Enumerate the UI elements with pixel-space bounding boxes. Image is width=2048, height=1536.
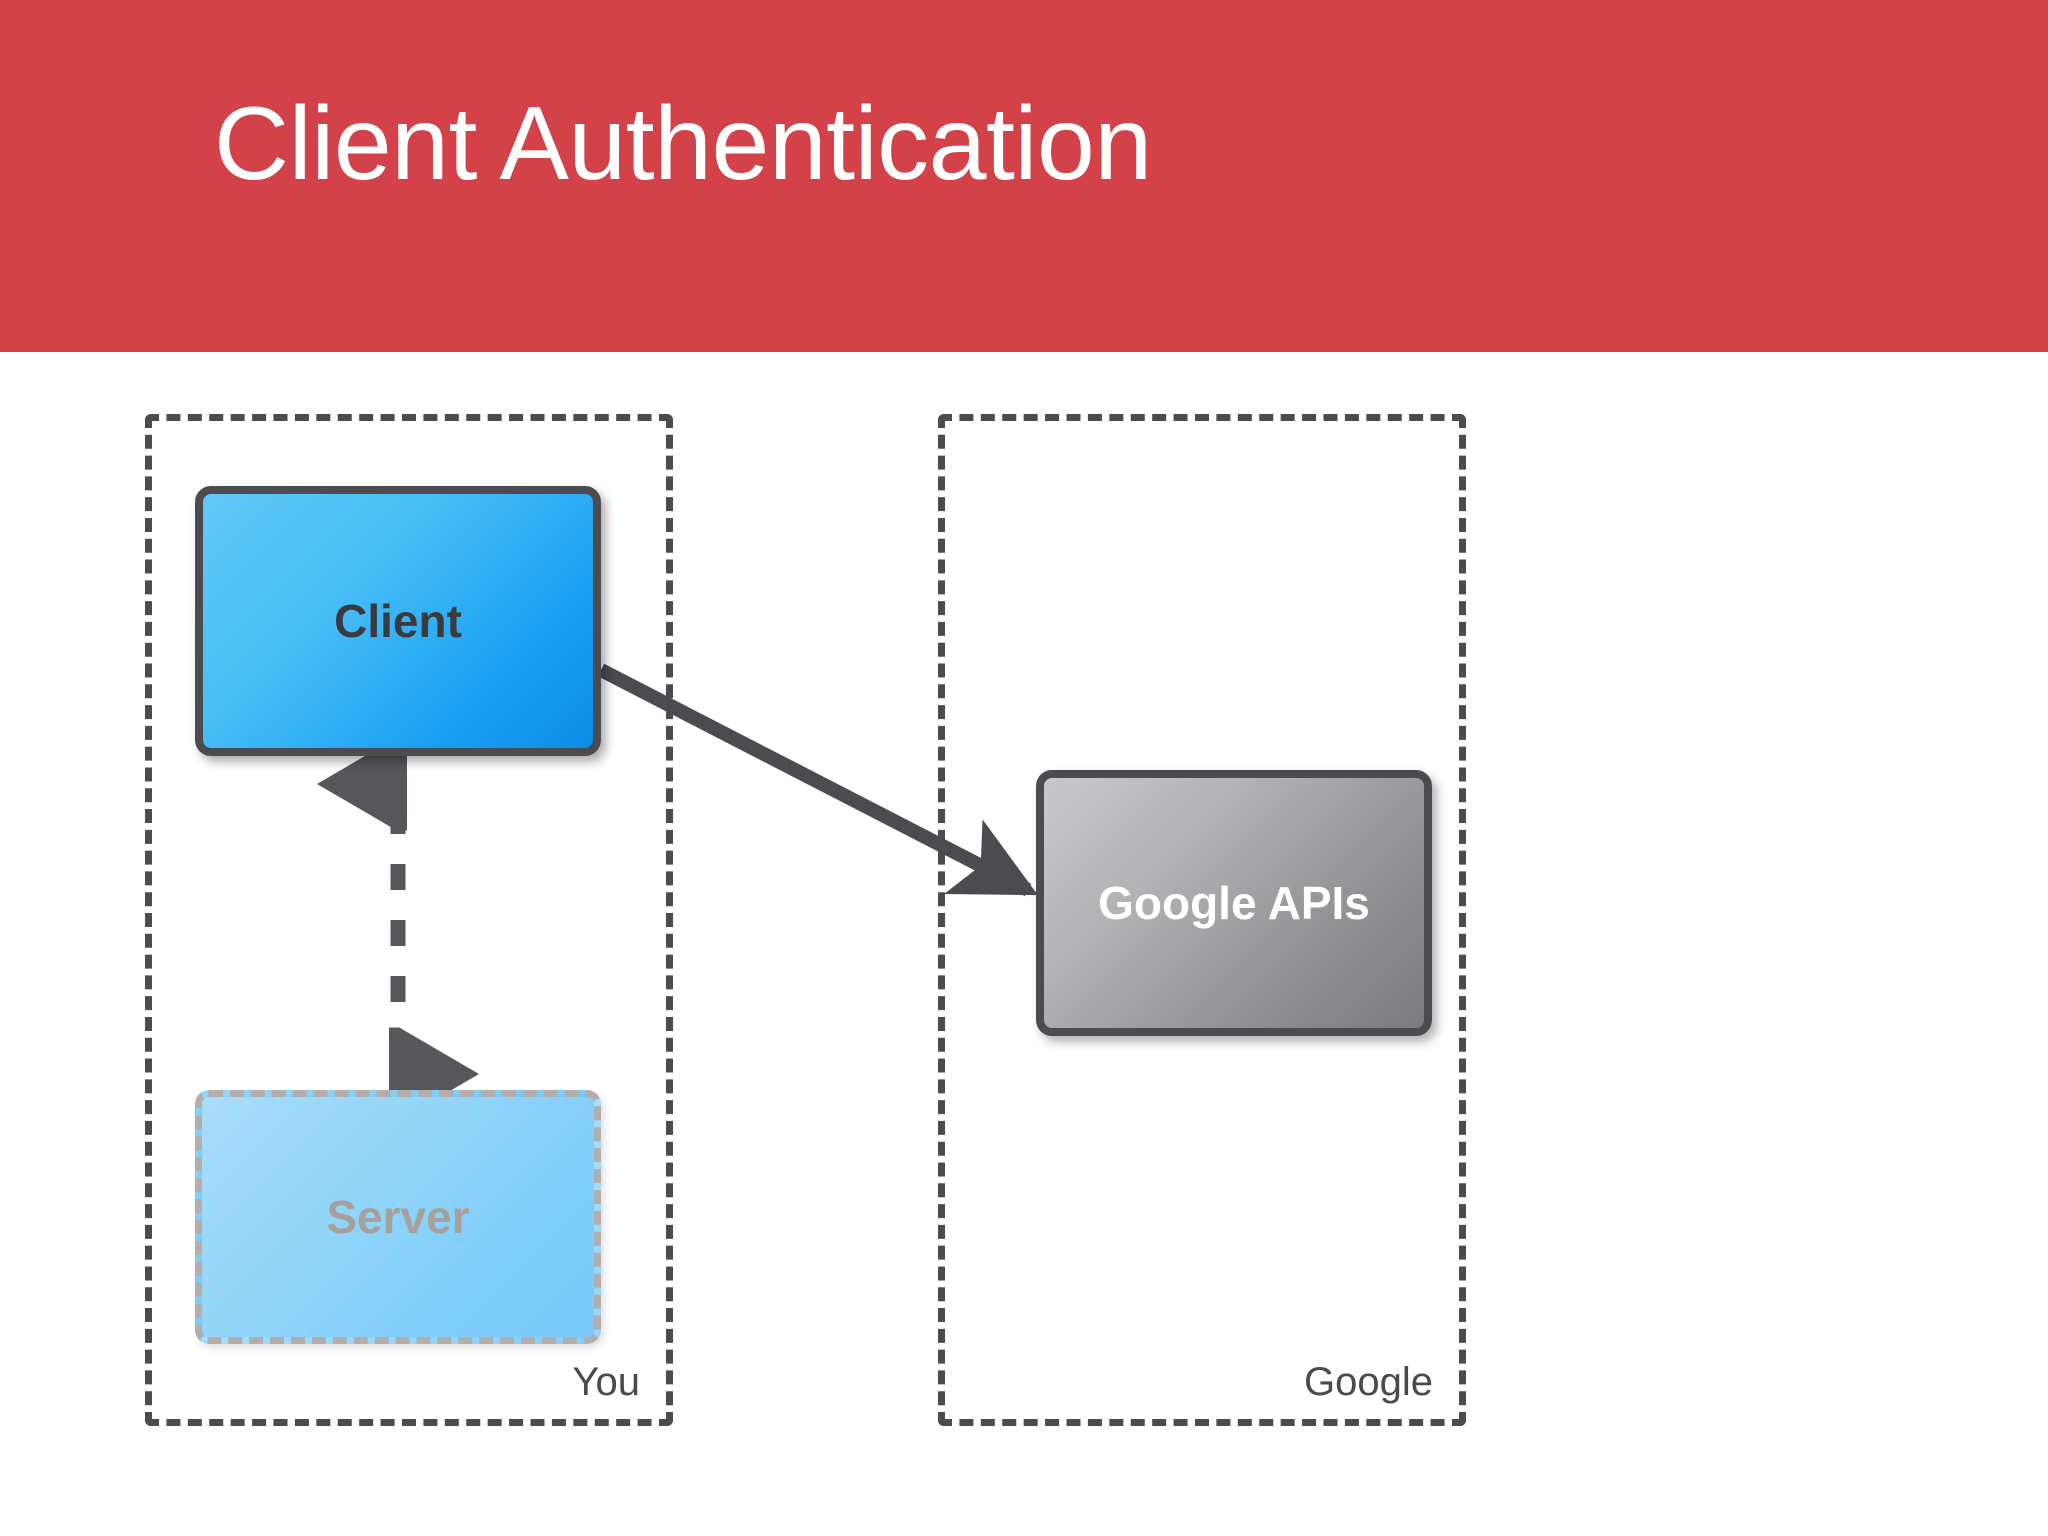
architecture-diagram: You Google Client [0, 352, 2048, 1536]
slide-header-band: Client Authentication [0, 0, 2048, 352]
page-title: Client Authentication [214, 86, 1152, 202]
node-client-label: Client [334, 595, 462, 647]
node-google-apis-label: Google APIs [1098, 877, 1370, 929]
domain-container-you: You [145, 414, 673, 1426]
domain-label-you: You [572, 1360, 641, 1404]
domain-label-google: Google [1304, 1360, 1433, 1404]
node-server[interactable]: Server [195, 1090, 601, 1344]
node-google-apis[interactable]: Google APIs [1036, 770, 1432, 1036]
node-client[interactable]: Client [195, 486, 601, 756]
node-server-label: Server [326, 1191, 470, 1243]
domain-container-google: Google [938, 414, 1466, 1426]
